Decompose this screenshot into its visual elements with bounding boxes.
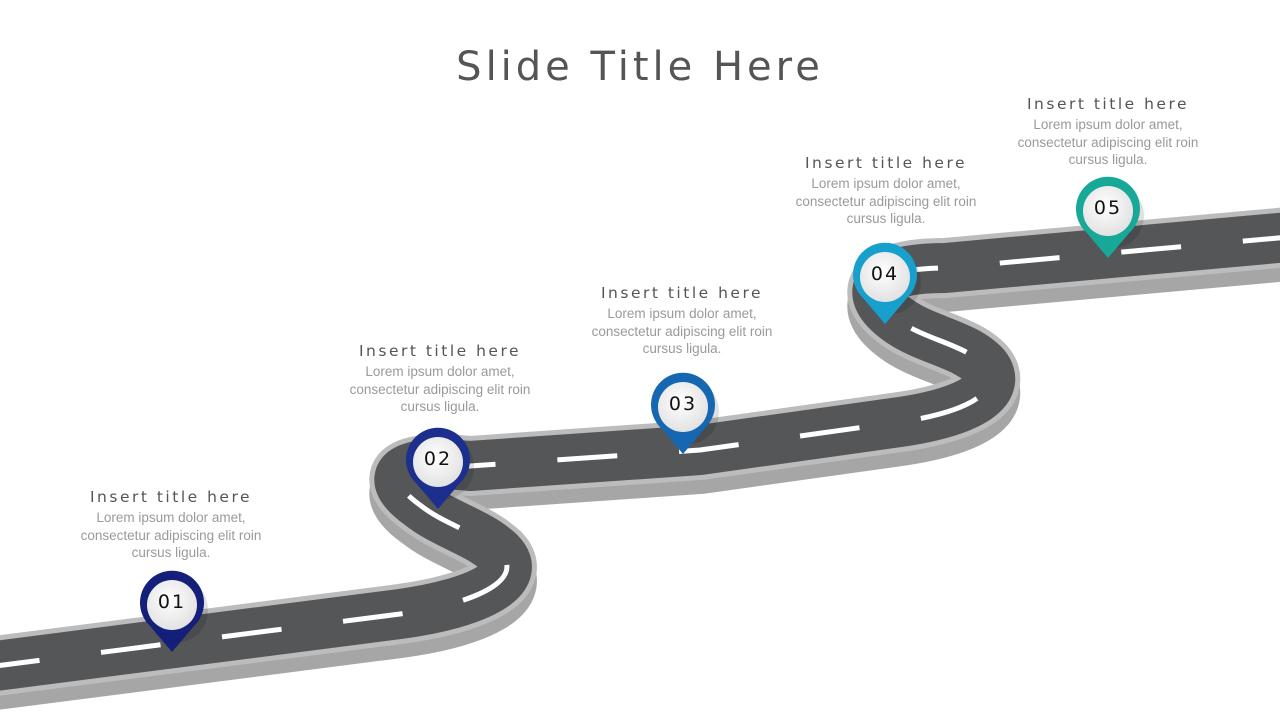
milestone-description: Lorem ipsum dolor amet, consectetur adipi…: [51, 509, 291, 562]
description-line: Lorem ipsum dolor amet,: [811, 176, 961, 191]
description-line: cursus ligula.: [131, 545, 211, 560]
description-line: consectetur adipiscing elit roin: [1017, 134, 1199, 150]
milestone-number: 01: [157, 591, 187, 613]
milestone-title: Insert title here: [600, 284, 764, 302]
description-line: consectetur adipiscing elit roin: [80, 527, 262, 543]
milestone-number: 05: [1093, 197, 1123, 219]
milestone-description: Lorem ipsum dolor amet, consectetur adipi…: [320, 363, 560, 416]
slide-title: Slide Title Here: [456, 44, 824, 90]
milestone-number: 02: [423, 448, 453, 470]
description-line: cursus ligula.: [642, 341, 722, 356]
map-pin-icon: [140, 570, 208, 652]
milestone-description: Lorem ipsum dolor amet, consectetur adipi…: [988, 116, 1228, 169]
milestone-description: Lorem ipsum dolor amet, consectetur adipi…: [766, 175, 1006, 228]
map-pin-01: 01: [140, 570, 208, 654]
milestone-number: 04: [870, 263, 900, 285]
description-line: Lorem ipsum dolor amet,: [1033, 117, 1183, 132]
description-line: Lorem ipsum dolor amet,: [96, 510, 246, 525]
map-pin-03: 03: [651, 372, 719, 456]
description-line: consectetur adipiscing elit roin: [795, 193, 977, 209]
description-line: cursus ligula.: [846, 211, 926, 226]
milestone-title: Insert title here: [804, 154, 968, 172]
description-line: Lorem ipsum dolor amet,: [607, 306, 757, 321]
milestone-title: Insert title here: [1026, 95, 1190, 113]
description-line: Lorem ipsum dolor amet,: [365, 364, 515, 379]
map-pin-icon: [853, 242, 921, 324]
milestone-description: Lorem ipsum dolor amet, consectetur adipi…: [562, 305, 802, 358]
map-pin-icon: [1076, 176, 1144, 258]
map-pin-05: 05: [1076, 176, 1144, 260]
milestone-number: 03: [668, 393, 698, 415]
description-line: cursus ligula.: [1068, 152, 1148, 167]
description-line: consectetur adipiscing elit roin: [349, 381, 531, 397]
milestone-title: Insert title here: [358, 342, 522, 360]
map-pin-icon: [651, 372, 719, 454]
map-pin-02: 02: [406, 427, 474, 511]
map-pin-icon: [406, 427, 474, 509]
description-line: cursus ligula.: [400, 399, 480, 414]
description-line: consectetur adipiscing elit roin: [591, 323, 773, 339]
milestone-title: Insert title here: [89, 488, 253, 506]
map-pin-04: 04: [853, 242, 921, 326]
